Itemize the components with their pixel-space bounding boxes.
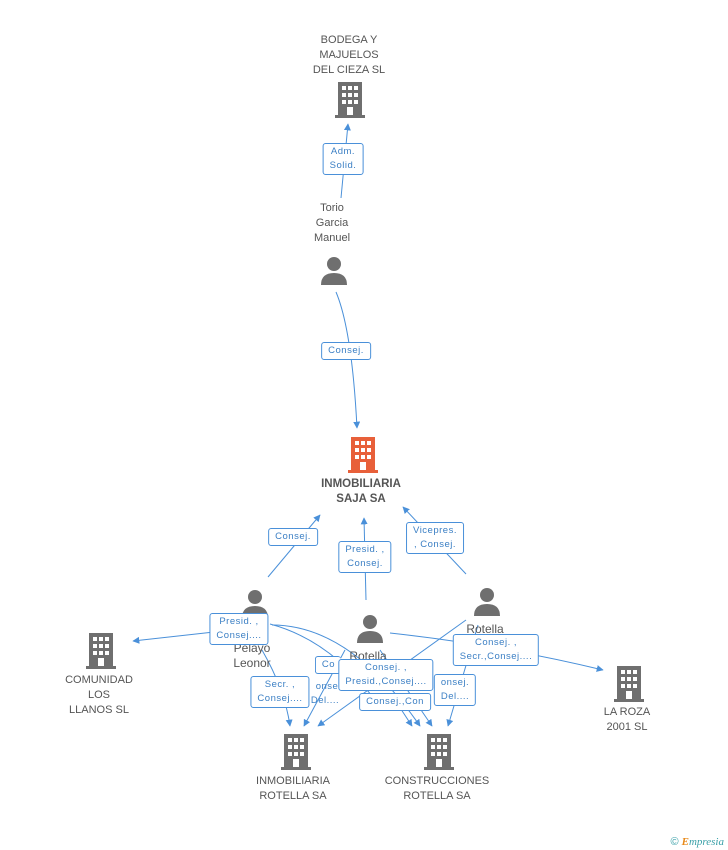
badge-consej-torio[interactable]: Consej. [321, 342, 371, 360]
node-label-laroza: LA ROZA 2001 SL [603, 706, 651, 733]
badge-adm-solid[interactable]: Adm. Solid. [322, 143, 364, 175]
brand-name: mpresia [688, 836, 724, 848]
node-label-comunidad: COMUNIDAD LOS LLANOS SL [65, 674, 133, 716]
node-label-pelayo: Pelayo Leonor [233, 641, 271, 670]
badge-onse-partial[interactable]: onse [315, 681, 339, 692]
person-icon[interactable] [355, 613, 385, 643]
node-label-saja: INMOBILIARIA SAJA SA [321, 478, 401, 505]
badge-consej-secr[interactable]: Consej. , Secr.,Consej.... [452, 634, 540, 666]
badge-consej-con[interactable]: Consej.,Con [359, 693, 431, 711]
badge-consej-pelayo[interactable]: Consej. [268, 528, 318, 546]
building-icon[interactable] [348, 437, 378, 473]
building-icon[interactable] [424, 734, 454, 770]
edge-torio-saja [335, 291, 361, 429]
badge-presid-consej-center[interactable]: Presid. , Consej. [338, 541, 392, 573]
badge-consej-presid-consej[interactable]: Consej. , Presid.,Consej.... [338, 659, 434, 691]
node-label-bodega: BODEGA Y MAJUELOS DEL CIEZA SL [312, 34, 386, 76]
building-icon[interactable] [86, 633, 116, 669]
badge-onsej-del[interactable]: onsej. Del.... [433, 674, 477, 706]
brand-e: E [681, 836, 689, 848]
node-label-torio: Torio Garcia Manuel [313, 202, 351, 244]
node-label-rotella-right: Rotella [466, 622, 504, 636]
badge-presid-consej-pelayo[interactable]: Presid. , Consej.... [209, 613, 269, 645]
node-label-construcciones: CONSTRUCCIONES ROTELLA SA [384, 775, 490, 802]
node-label-inmobiliaria-rotella: INMOBILIARIA ROTELLA SA [256, 775, 330, 802]
person-icon[interactable] [319, 255, 349, 285]
empresia-logo: ©Empresia [671, 836, 725, 848]
badge-del-partial[interactable]: Del.... [310, 695, 340, 706]
badge-secr-consej[interactable]: Secr. , Consej.... [250, 676, 310, 708]
badge-vicepres-consej[interactable]: Vicepres. , Consej. [406, 522, 464, 554]
badge-co-partial[interactable]: Co [314, 656, 342, 674]
building-icon[interactable] [614, 666, 644, 702]
copyright-symbol: © [670, 836, 679, 848]
building-icon[interactable] [281, 734, 311, 770]
edge-pelayo-saja [267, 514, 321, 578]
person-icon[interactable] [472, 586, 502, 616]
building-icon[interactable] [335, 82, 365, 118]
